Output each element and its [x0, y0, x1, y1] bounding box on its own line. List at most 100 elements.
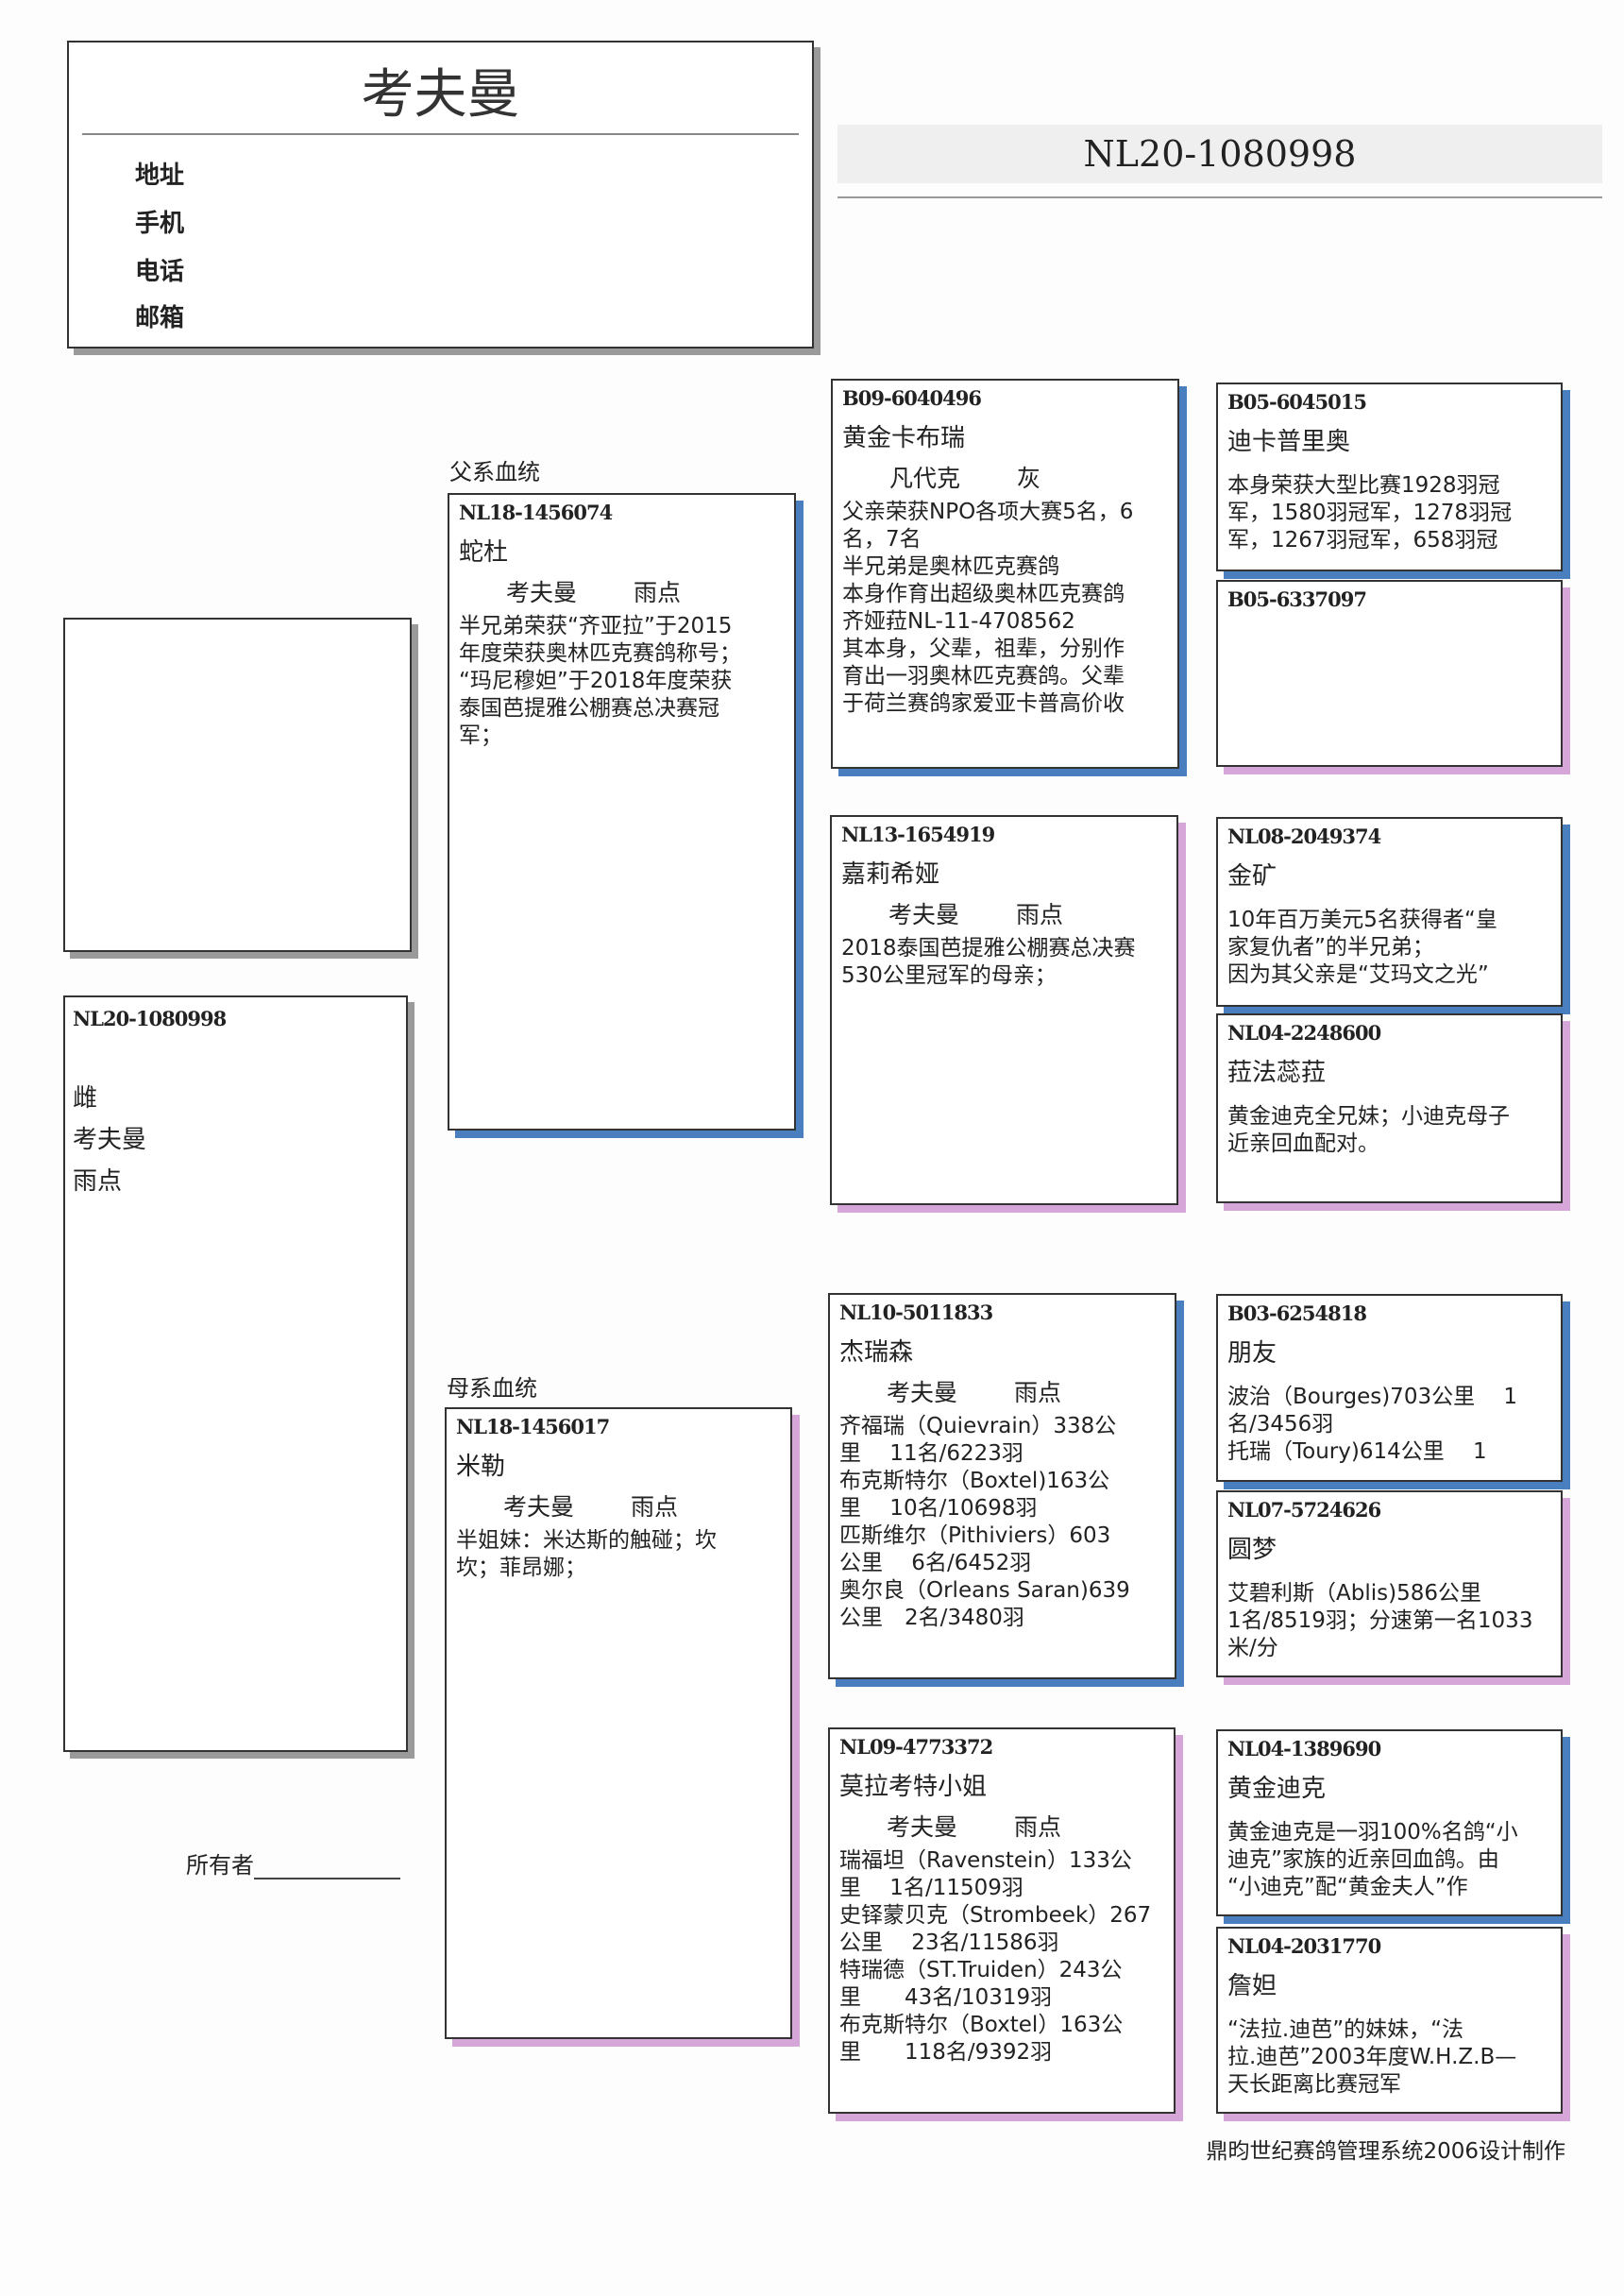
note-line: 史铎蒙贝克（Strombeek）267	[839, 1903, 1152, 1928]
photo-placeholder	[63, 618, 412, 952]
ancestor-breeder: 考夫曼	[506, 579, 578, 606]
note-line: 本身荣获大型比赛1928羽冠	[1227, 473, 1500, 498]
owner-blank-line[interactable]	[254, 1855, 400, 1879]
note-line: 公里 2名/3480羽	[839, 1606, 1024, 1630]
ancestor-name: 圆梦	[1227, 1536, 1277, 1564]
ancestor-breeder-row: 考夫曼雨点	[839, 1813, 1164, 1842]
ancestor-name: 黄金迪克	[1227, 1775, 1327, 1803]
ancestor-color: 雨点	[634, 579, 682, 606]
ancestor-ring: B05-6045015	[1227, 390, 1367, 414]
gen2-ancestor-box: NL18-1456017 米勒考夫曼 雨点半姐妹：米达斯的触碰；坎坎；菲昂娜；	[445, 1407, 792, 2039]
note-line: 年度荣获奥林匹克赛鸽称号；	[459, 641, 741, 666]
header-divider	[82, 133, 799, 135]
note-line: 名/3456羽	[1227, 1412, 1334, 1437]
note-line: 因为其父亲是“艾玛文之光”	[1227, 962, 1489, 987]
gen4-ancestor-box: B05-6337097	[1216, 580, 1563, 767]
ancestor-name: 金矿	[1227, 862, 1277, 891]
ancestor-ring: B09-6040496	[842, 386, 982, 410]
note-line: 匹斯维尔（Pithiviers）603	[839, 1523, 1111, 1548]
ancestor-ring: B03-6254818	[1227, 1301, 1367, 1325]
address-label: 地址	[135, 162, 185, 190]
ancestor-notes: 10年百万美元5名获得者“皇家复仇者”的半兄弟；因为其父亲是“艾玛文之光”	[1227, 907, 1551, 989]
ancestor-notes: 本身荣获大型比赛1928羽冠军，1580羽冠军，1278羽冠军，1267羽冠军，…	[1227, 472, 1551, 554]
note-line: 1名/8519羽；分速第一名1033	[1227, 1608, 1533, 1633]
ancestor-breeder-row: 考夫曼 雨点	[456, 1493, 781, 1522]
mobile-label: 手机	[135, 210, 185, 238]
ring-number-title: NL20-1080998	[1083, 133, 1357, 175]
owner-name: 考夫曼	[361, 64, 520, 126]
note-line: 半兄弟荣获“齐亚拉”于2015	[459, 614, 733, 638]
note-line: 半兄弟是奥林匹克赛鸽	[842, 554, 1059, 579]
note-line: 里 1名/11509羽	[839, 1876, 1023, 1900]
ancestor-color: 灰	[1017, 465, 1041, 492]
note-line: 瑞福坦（Ravenstein）133公	[839, 1848, 1132, 1873]
note-line: 米/分	[1227, 1636, 1278, 1660]
ancestor-name: 莫拉考特小姐	[839, 1773, 988, 1801]
ring-divider	[837, 196, 1602, 198]
ancestor-notes: 齐福瑞（Quievrain）338公里 11名/6223羽布克斯特尔（Boxte…	[839, 1413, 1165, 1632]
note-line: 于荷兰赛鸽家爱亚卡普高价收	[842, 691, 1125, 716]
note-line: 里 43名/10319羽	[839, 1985, 1053, 2010]
note-line: 半姐妹：米达斯的触碰；坎	[456, 1528, 717, 1553]
ancestor-name: 朋友	[1227, 1339, 1277, 1368]
note-line: 托瑞（Toury)614公里 1	[1227, 1439, 1487, 1464]
ancestor-name: 嘉莉希娅	[841, 860, 940, 889]
ancestor-breeder-row: 考夫曼雨点	[839, 1379, 1165, 1407]
ancestor-breeder-row: 考夫曼 雨点	[459, 579, 785, 607]
ancestor-notes: 瑞福坦（Ravenstein）133公里 1名/11509羽史铎蒙贝克（Stro…	[839, 1847, 1164, 2066]
ancestor-name: 米勒	[456, 1453, 506, 1481]
note-line: 艾碧利斯（Ablis)586公里	[1227, 1581, 1481, 1606]
note-line: “小迪克”配“黄金夫人”作	[1227, 1875, 1468, 1899]
note-line: 齐娅菈NL-11-4708562	[842, 609, 1075, 634]
note-line: 黄金迪克是一羽100%名鸽“小	[1227, 1820, 1518, 1845]
ancestor-color: 雨点	[631, 1493, 679, 1521]
ancestor-breeder: 考夫曼	[887, 1813, 958, 1841]
owner-signature: 所有者	[186, 1846, 400, 1879]
ancestor-ring: NL18-1456017	[456, 1415, 610, 1438]
ancestor-name: 詹妲	[1227, 1972, 1277, 2000]
ancestor-ring: NL18-1456074	[459, 501, 613, 524]
note-line: 2018泰国芭提雅公棚赛总决赛	[841, 936, 1136, 961]
ancestor-notes: 半姐妹：米达斯的触碰；坎坎；菲昂娜；	[456, 1527, 781, 1582]
note-line: 公里 6名/6452羽	[839, 1551, 1032, 1575]
note-line: 里 118名/9392羽	[839, 2040, 1053, 2065]
ancestor-name: 黄金卡布瑞	[842, 424, 966, 452]
bird-sex: 雌	[73, 1084, 98, 1113]
owner-header-box: 考夫曼 地址 手机 电话 邮箱	[67, 41, 814, 349]
sire-line-label: 父系血统	[449, 459, 540, 485]
ancestor-breeder: 考夫曼	[887, 1379, 958, 1406]
subject-bird-box: NL20-1080998 雌 考夫曼 雨点	[63, 995, 408, 1752]
note-line: 军，1580羽冠军，1278羽冠	[1227, 501, 1513, 525]
ancestor-notes: “法拉.迪芭”的妹妹，“法拉.迪芭”2003年度W.H.Z.B—天长距离比赛冠军	[1227, 2016, 1551, 2099]
ancestor-breeder-row: 考夫曼 雨点	[841, 901, 1167, 929]
owner-label: 所有者	[186, 1852, 254, 1879]
email-label: 邮箱	[135, 304, 185, 332]
ancestor-breeder: 考夫曼	[888, 901, 960, 928]
note-line: 10年百万美元5名获得者“皇	[1227, 908, 1497, 932]
ancestor-name: 迪卡普里奥	[1227, 428, 1351, 456]
dam-line-label: 母系血统	[447, 1375, 537, 1402]
note-line: 本身作育出超级奥林匹克赛鸽	[842, 582, 1125, 606]
note-line: 布克斯特尔（Boxtel)163公	[839, 1469, 1110, 1493]
bird-color: 雨点	[73, 1167, 123, 1196]
bird-breeder: 考夫曼	[73, 1126, 147, 1154]
note-line: 父亲荣获NPO各项大赛5名，6	[842, 500, 1134, 524]
note-line: 里 10名/10698羽	[839, 1496, 1038, 1521]
ancestor-color: 雨点	[1016, 901, 1064, 928]
ancestor-breeder: 考夫曼	[503, 1493, 575, 1521]
note-line: 其本身，父辈，祖辈，分别作	[842, 637, 1125, 661]
ancestor-name: 蛇杜	[459, 538, 509, 567]
note-line: 迪克”家族的近亲回血鸽。由	[1227, 1847, 1499, 1872]
